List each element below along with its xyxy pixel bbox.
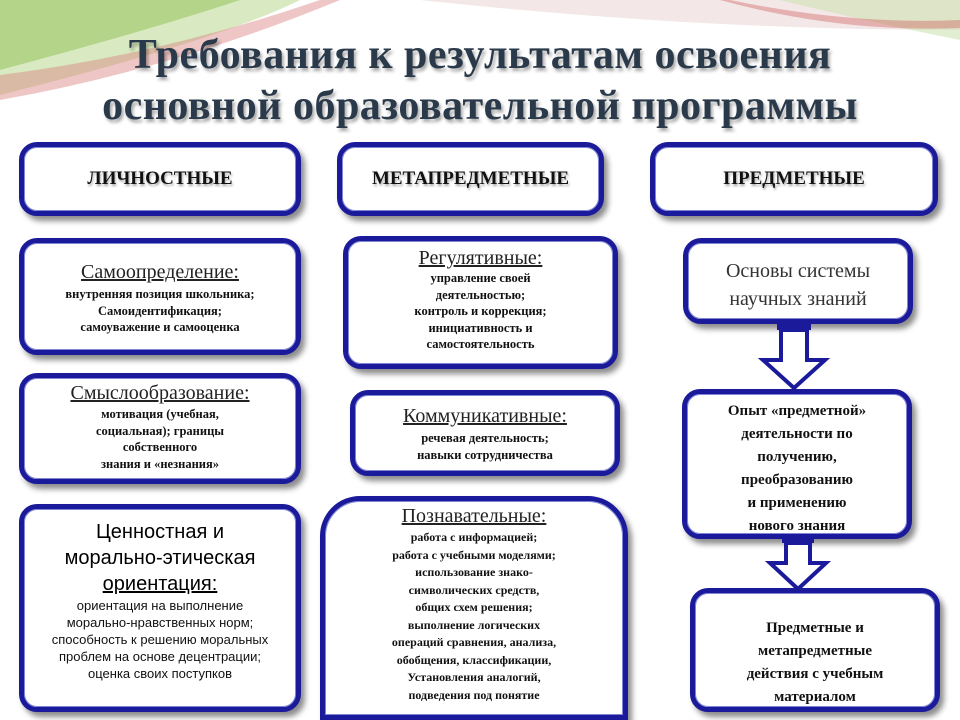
value-orientation-line: проблем на основе децентрации; <box>58 649 261 664</box>
communicative-line: навыки сотрудничества <box>417 447 553 462</box>
value-orientation-heading: морально-этическая <box>64 547 256 569</box>
self-determination-line: внутренняя позиция школьника; <box>65 287 255 301</box>
meaning-formation-line: знания и «незнания» <box>101 456 219 471</box>
meaning-formation-line: социальная); границы <box>95 423 225 438</box>
science-basics-line: Основы системы <box>725 260 871 282</box>
arrow-down-icon <box>757 320 831 391</box>
cognitive-line: подведения под понятие <box>408 687 540 702</box>
title-line-1: Требования к результатам освоения <box>128 32 832 78</box>
subject-actions-line: действия с учебным <box>746 666 884 682</box>
value-orientation-line: оценка своих поступков <box>88 666 232 681</box>
self-determination-line: самоуважение и самооценка <box>80 320 240 334</box>
header-meta: МЕТАПРЕДМЕТНЫЕ <box>337 142 604 216</box>
communicative-line: речевая деятельность; <box>421 431 549 445</box>
page-title: Требования к результатам освоения основн… <box>0 30 960 132</box>
self-determination-box: Самоопределение: внутренняя позиция школ… <box>19 238 301 355</box>
communicative-box: Коммуникативные: речевая деятельность; н… <box>350 390 620 476</box>
cognitive-box: Познавательные: работа с информацией; ра… <box>320 496 628 720</box>
self-determination-line: Самоидентификация; <box>98 303 222 318</box>
subject-experience-line: и применению <box>747 495 847 511</box>
regulative-line: самостоятельность <box>426 337 535 351</box>
regulative-line: контроль и коррекция; <box>414 304 547 318</box>
cognitive-line: работа с информацией; <box>410 530 538 544</box>
regulative-line: управление своей <box>430 271 531 285</box>
cognitive-line: символических средств, <box>408 582 540 597</box>
cognitive-line: выполнение логических <box>407 617 541 632</box>
header-meta-label: МЕТАПРЕДМЕТНЫЕ <box>371 168 570 189</box>
self-determination-heading: Самоопределение: <box>81 261 239 283</box>
value-orientation-heading: Ценностная и <box>95 521 225 543</box>
value-orientation-box: Ценностная и морально-этическая ориентац… <box>19 504 301 712</box>
regulative-heading: Регулятивные: <box>418 247 543 269</box>
subject-actions-line: метапредметные <box>757 643 873 659</box>
subject-experience-line: преобразованию <box>741 472 853 488</box>
meaning-formation-heading: Смыслообразование: <box>70 382 250 404</box>
subject-experience-line: получению, <box>757 449 837 465</box>
cognitive-line: работа с учебными моделями; <box>392 547 556 562</box>
science-basics-box: Основы системы научных знаний <box>683 238 913 324</box>
header-personal-label: ЛИЧНОСТНЫЕ <box>87 168 233 189</box>
value-orientation-line: способность к решению моральных <box>51 632 269 647</box>
cognitive-line: операций сравнения, анализа, <box>391 635 557 649</box>
value-orientation-heading: ориентация: <box>102 573 218 595</box>
science-basics-line: научных знаний <box>729 288 867 310</box>
subject-experience-box: Опыт «предметной» деятельности по получе… <box>682 389 912 539</box>
subject-actions-line: Предметные и <box>766 620 864 636</box>
meaning-formation-box: Смыслообразование: мотивация (учебная, с… <box>19 373 301 484</box>
arrow-down-icon <box>764 535 832 592</box>
cognitive-line: использование знако- <box>415 565 533 579</box>
header-subject-label: ПРЕДМЕТНЫЕ <box>723 168 865 189</box>
communicative-heading: Коммуникативные: <box>403 405 567 427</box>
value-orientation-line: морально-нравственных норм; <box>66 615 254 630</box>
subject-actions-line: материалом <box>774 689 856 705</box>
regulative-line: инициативность и <box>428 320 533 335</box>
value-orientation-line: ориентация на выполнение <box>76 598 244 613</box>
header-subject: ПРЕДМЕТНЫЕ <box>650 142 938 216</box>
cognitive-line: Установления аналогий, <box>407 670 541 684</box>
regulative-line: деятельностью; <box>435 287 526 302</box>
header-personal: ЛИЧНОСТНЫЕ <box>19 142 301 216</box>
subject-experience-line: Опыт «предметной» <box>727 403 867 419</box>
meaning-formation-line: мотивация (учебная, <box>101 407 219 421</box>
subject-actions-box: Предметные и метапредметные действия с у… <box>690 588 940 712</box>
cognitive-line: обобщения, классификации, <box>396 652 552 667</box>
subject-experience-line: деятельности по <box>741 426 853 442</box>
cognitive-line: общих схем решения; <box>415 600 533 614</box>
regulative-box: Регулятивные: управление своей деятельно… <box>343 236 618 369</box>
title-line-2: основной образовательной программы <box>102 83 858 129</box>
subject-experience-line: нового знания <box>748 518 846 534</box>
meaning-formation-line: собственного <box>122 440 198 454</box>
cognitive-heading: Познавательные: <box>401 505 547 527</box>
